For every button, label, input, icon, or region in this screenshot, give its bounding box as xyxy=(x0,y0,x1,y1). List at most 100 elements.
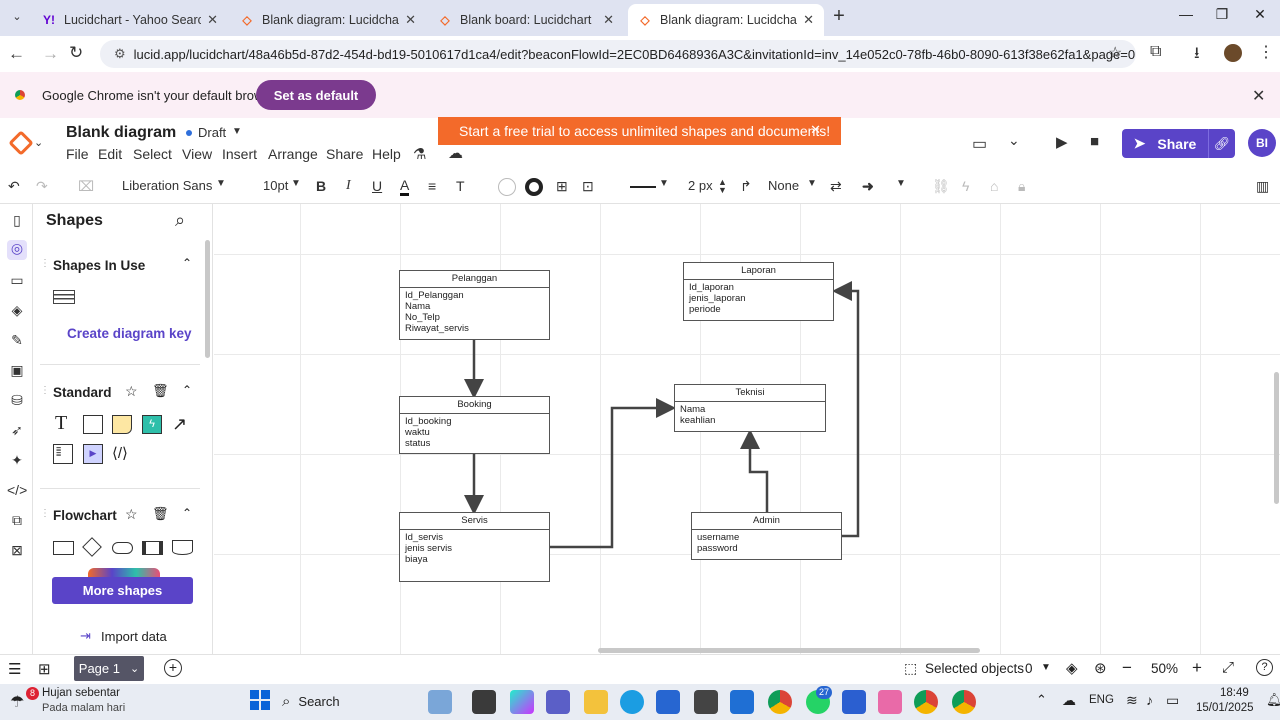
extensions-icon[interactable]: ⧉ xyxy=(1150,43,1162,60)
font-family-select[interactable]: Liberation Sans xyxy=(122,178,213,193)
line-color-icon[interactable] xyxy=(525,178,543,196)
document-shape-icon[interactable] xyxy=(172,540,193,555)
browser-tab-yahoo[interactable]: Y! Lucidchart - Yahoo Search Resu ✕ xyxy=(32,4,228,36)
trial-banner[interactable]: Start a free trial to access unlimited s… xyxy=(438,117,841,145)
link-icon[interactable]: ⛓ xyxy=(932,178,950,194)
paint-icon[interactable] xyxy=(878,690,902,714)
windows-start-icon[interactable] xyxy=(250,690,270,710)
present-icon[interactable]: ▶ xyxy=(1056,134,1068,151)
vertical-scrollbar[interactable] xyxy=(1274,372,1279,504)
chevron-up-icon[interactable]: ⌃ xyxy=(182,506,193,520)
zoom-level[interactable]: 50% xyxy=(1151,661,1179,676)
entity-booking[interactable]: Booking Id_booking waktu status xyxy=(399,396,550,454)
menu-file[interactable]: File xyxy=(66,146,89,162)
comment-icon[interactable]: ▭ xyxy=(972,136,988,153)
zoom-in-icon[interactable]: + xyxy=(1192,658,1202,677)
rocket-icon[interactable]: ➶ xyxy=(11,422,23,438)
chevron-down-icon[interactable]: ▼ xyxy=(659,178,669,189)
align-icon[interactable]: ≡ xyxy=(428,178,437,194)
rectangle-shape-icon[interactable] xyxy=(83,415,103,434)
note-shape-icon[interactable] xyxy=(112,415,132,434)
menu-select[interactable]: Select xyxy=(133,146,172,162)
new-tab-button[interactable]: + xyxy=(833,5,845,27)
magic-icon[interactable]: ✎ xyxy=(11,332,23,348)
import-icon[interactable]: ⊠ xyxy=(11,542,23,558)
status-caret-icon[interactable]: ▼ xyxy=(232,126,242,137)
line-width-select[interactable]: 2 px xyxy=(688,178,713,193)
forward-icon[interactable]: → xyxy=(42,44,59,63)
endpoint-select[interactable]: None xyxy=(768,178,800,193)
weather-icon[interactable]: ☂ xyxy=(10,694,25,711)
panel-scrollbar[interactable] xyxy=(205,240,210,358)
zoom-out-icon[interactable]: − xyxy=(1122,658,1132,677)
back-icon[interactable]: ← xyxy=(8,44,25,63)
entity-teknisi[interactable]: Teknisi Nama keahlian xyxy=(674,384,826,432)
chrome-profile-icon[interactable] xyxy=(914,690,938,714)
bold-icon[interactable]: B xyxy=(316,178,327,194)
page-tab[interactable]: Page 1⌄ xyxy=(74,656,144,681)
chevron-down-icon[interactable]: ▼ xyxy=(291,178,301,189)
star-icon[interactable]: ☆ xyxy=(125,506,138,522)
stepper-icon[interactable]: ▲▼ xyxy=(718,177,727,195)
line-style-icon[interactable] xyxy=(630,186,656,188)
menu-view[interactable]: View xyxy=(182,146,213,162)
set-as-default-button[interactable]: Set as default xyxy=(256,80,376,110)
drag-handle-icon[interactable]: ⋮ xyxy=(40,258,50,269)
url-field[interactable]: ⚙lucid.app/lucidchart/48a46b5d-87d2-454d… xyxy=(100,40,1136,68)
code-icon[interactable]: </> xyxy=(7,482,28,498)
entity-laporan[interactable]: Laporan Id_laporan jenis_laporan periode xyxy=(683,262,834,321)
browser-menu-icon[interactable]: ⋮ xyxy=(1258,44,1274,61)
grid-view-icon[interactable]: ⊞ xyxy=(38,661,51,678)
menu-edit[interactable]: Edit xyxy=(98,146,123,162)
profile-avatar[interactable] xyxy=(1224,44,1242,62)
copilot-icon[interactable] xyxy=(510,690,534,714)
video-shape-icon[interactable]: ▶ xyxy=(83,444,103,464)
share-button[interactable]: ➤Share xyxy=(1122,129,1208,158)
trial-close-icon[interactable]: ✕ xyxy=(810,122,821,137)
cloud-icon[interactable]: ☁ xyxy=(448,145,463,162)
store-icon[interactable] xyxy=(656,690,680,714)
fullscreen-icon[interactable]: ⤢ xyxy=(1222,659,1235,676)
layers-icon[interactable]: ◈ xyxy=(1066,660,1078,677)
import-data-link[interactable]: Import data xyxy=(101,629,167,644)
minimize-button[interactable]: — xyxy=(1179,6,1193,22)
star-icon[interactable]: ☆ xyxy=(125,383,138,399)
entity-pelanggan[interactable]: Pelanggan Id_Pelanggan Nama No_Telp Riwa… xyxy=(399,270,550,340)
chevron-down-icon[interactable]: ▼ xyxy=(807,178,817,189)
entity-shape-icon[interactable] xyxy=(53,290,75,304)
shapes-icon[interactable]: ◎ xyxy=(7,240,27,260)
connector-servis-teknisi[interactable] xyxy=(550,398,676,549)
word-icon[interactable] xyxy=(842,690,866,714)
process-shape-icon[interactable] xyxy=(53,541,74,555)
video-call-icon[interactable]: ■ xyxy=(1090,133,1100,150)
chevron-down-icon[interactable]: ▼ xyxy=(216,178,226,189)
menu-insert[interactable]: Insert xyxy=(222,146,258,162)
chevron-down-icon[interactable]: ⌄ xyxy=(129,663,140,675)
fill-color-icon[interactable] xyxy=(498,178,516,196)
entity-servis[interactable]: Servis Id_servis jenis servis biaya xyxy=(399,512,550,582)
chevron-up-icon[interactable]: ⌃ xyxy=(182,383,193,397)
drag-handle-icon[interactable]: ⋮ xyxy=(40,385,50,396)
pages-icon[interactable]: ▯ xyxy=(13,212,21,228)
entity-admin[interactable]: Admin username password xyxy=(691,512,842,560)
help-icon[interactable]: ? xyxy=(1256,659,1273,676)
navigation-icon[interactable]: ⊛ xyxy=(1094,660,1107,677)
menu-share[interactable]: Share xyxy=(326,146,364,162)
window-close-button[interactable]: ✕ xyxy=(1254,6,1266,22)
terminator-shape-icon[interactable] xyxy=(112,542,133,554)
file-explorer-app-icon[interactable] xyxy=(472,690,496,714)
vpn-icon[interactable] xyxy=(694,690,718,714)
trash-icon[interactable]: 🗑︎ xyxy=(152,506,169,521)
menu-help[interactable]: Help xyxy=(372,146,401,162)
clock-date[interactable]: 15/01/2025 xyxy=(1196,702,1254,714)
connector-admin-laporan[interactable] xyxy=(832,281,860,538)
arrow-end-icon[interactable]: ➜ xyxy=(862,178,874,194)
chrome-profile-2-icon[interactable] xyxy=(952,690,976,714)
copy-link-button[interactable]: 🔗︎ xyxy=(1208,129,1235,158)
text-options-icon[interactable]: T xyxy=(456,178,465,194)
chrome-taskbar-icon[interactable] xyxy=(768,690,792,714)
underline-icon[interactable]: U xyxy=(372,178,383,194)
subprocess-shape-icon[interactable] xyxy=(142,541,163,555)
fill-icon[interactable]: ◈ xyxy=(11,302,23,318)
chevron-down-icon[interactable]: ⌄ xyxy=(34,137,44,149)
